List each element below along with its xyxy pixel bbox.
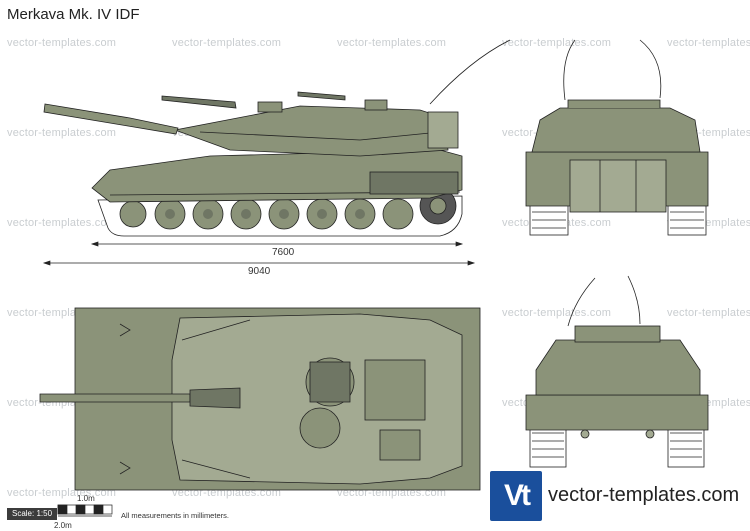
- vt-logo: Vt: [490, 471, 542, 521]
- side-turret: [173, 105, 449, 157]
- dimension-lines: [42, 241, 476, 266]
- rear-view: [525, 275, 709, 468]
- top-main-gun: [39, 393, 191, 403]
- overall-length-label: 9040: [248, 266, 271, 277]
- side-main-gun: [43, 103, 179, 135]
- front-turret: [531, 107, 701, 153]
- side-view: [43, 39, 511, 237]
- side-hull: [91, 149, 463, 203]
- scale-bar: [57, 504, 113, 517]
- hull-length-label: 7600: [272, 247, 295, 258]
- scale-one-meter: 1.0m: [77, 494, 95, 503]
- front-view: [525, 39, 709, 236]
- measurement-note: All measurements in millimeters.: [121, 511, 229, 520]
- rear-turret: [535, 339, 701, 396]
- page-title: Merkava Mk. IV IDF: [7, 6, 140, 23]
- scale-two-meter: 2.0m: [54, 521, 72, 530]
- scale-label: Scale: 1:50: [7, 508, 57, 520]
- rear-hull: [525, 394, 709, 431]
- top-view: [39, 307, 481, 491]
- brand-name: vector-templates.com: [548, 484, 740, 506]
